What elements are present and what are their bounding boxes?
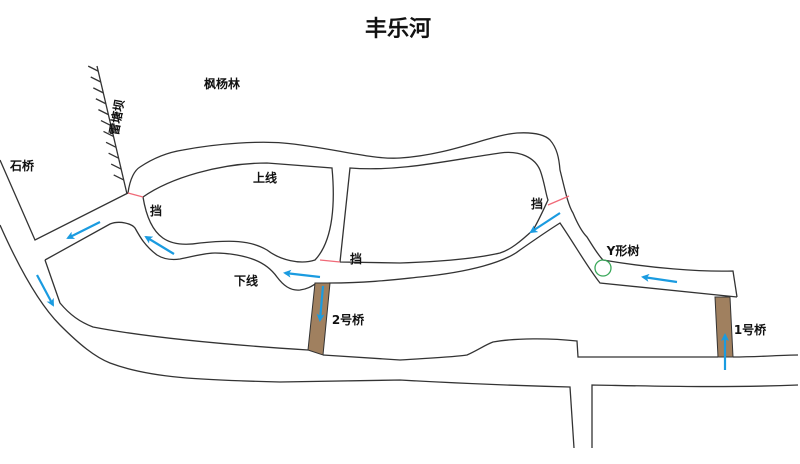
- label-block: 挡: [531, 196, 543, 211]
- label-bridge-2: 2号桥: [332, 312, 365, 327]
- label-bridge-1: 1号桥: [734, 322, 767, 337]
- arrow-icon: [641, 273, 678, 284]
- road-island-left: [142, 162, 334, 263]
- map-title: 丰乐河: [365, 17, 431, 42]
- label-y-tree: Y形树: [606, 243, 640, 258]
- dam-hatch-tick: [108, 152, 119, 159]
- bridge-1: [714, 296, 734, 358]
- road-lower-line: [44, 221, 738, 298]
- arrow-icon: [66, 221, 101, 239]
- arrow-icon: [283, 269, 321, 279]
- dam-hatch-tick: [98, 109, 109, 116]
- dam-hatch-tick: [100, 119, 112, 127]
- arrow-icon: [316, 285, 325, 322]
- dam-hatch-tick: [90, 76, 102, 83]
- arrow-icon: [529, 212, 561, 234]
- road-bottom-outer: [0, 224, 575, 449]
- label-maple-forest: 枫杨林: [204, 76, 240, 91]
- gate-line: [127, 192, 144, 198]
- arrow-icon: [144, 235, 175, 255]
- dam-hatch-tick: [87, 65, 99, 72]
- direction-arrows: [36, 212, 729, 370]
- label-block: 挡: [350, 251, 362, 266]
- dam-hatch-tick: [95, 98, 107, 105]
- label-lower-line: 下线: [234, 273, 258, 288]
- dam-embankment: [87, 65, 128, 195]
- gate-line: [547, 195, 570, 206]
- road-left-inner: [44, 259, 309, 351]
- roads: [0, 132, 799, 449]
- dam-hatching: [87, 65, 124, 181]
- dam-hatch-tick: [93, 87, 104, 94]
- road-top-left-upper-edge: [0, 159, 129, 241]
- dam-hatch-tick: [113, 174, 124, 181]
- road-outer-loop: [127, 132, 738, 298]
- y-tree-marker: [594, 259, 612, 277]
- label-dam: 雷塘坝: [106, 98, 127, 136]
- dam-hatch-tick: [105, 141, 117, 148]
- dam-hatch-tick: [110, 163, 122, 170]
- road-mid-lower: [322, 338, 718, 361]
- dam-hatch-tick: [103, 130, 114, 137]
- label-upper-line: 上线: [253, 170, 277, 185]
- arrow-icon: [36, 274, 54, 307]
- label-stone-bridge: 石桥: [9, 158, 35, 173]
- road-right-lower: [732, 354, 799, 358]
- dam-line: [96, 65, 128, 195]
- label-block: 挡: [150, 203, 162, 218]
- gate-line: [319, 259, 341, 263]
- road-island-right: [339, 151, 549, 264]
- road-bottom-right: [591, 384, 799, 448]
